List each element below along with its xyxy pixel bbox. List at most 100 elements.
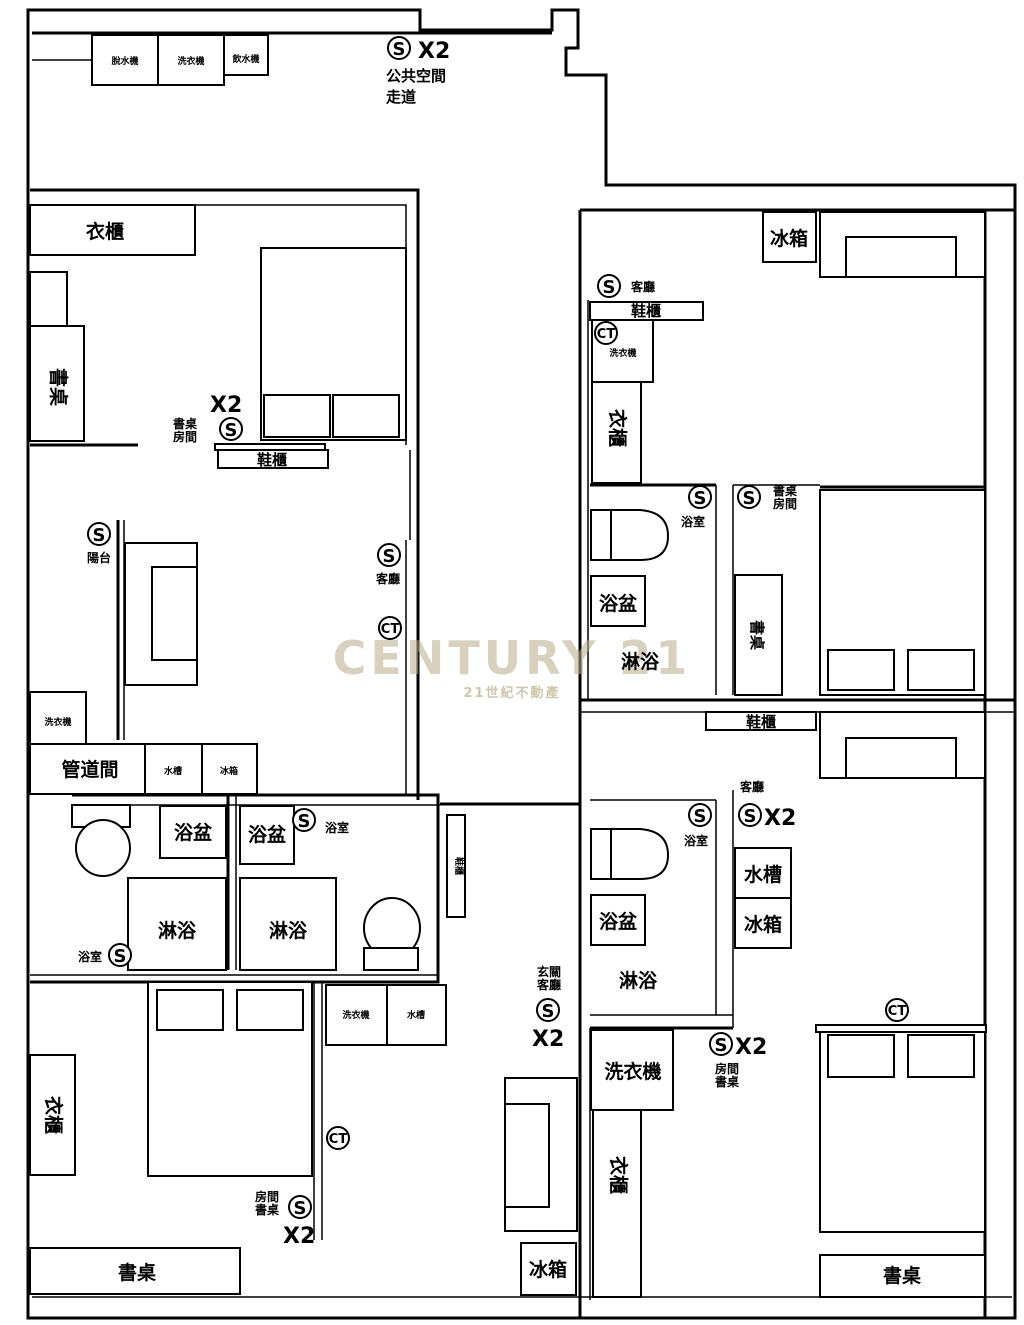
ct-letter: CT [597,327,616,342]
wardrobe-label: 衣櫃 [42,1096,65,1134]
shoe-cabinet-label: 鞋櫃 [257,451,287,469]
outlet-symbol [87,522,111,546]
outlet-symbol [536,998,560,1022]
outlet-symbol [377,543,401,567]
living-room-label: 客廳 [739,779,764,794]
bathtub-label: 浴盆 [599,592,638,615]
outlet-letter: S [694,806,707,827]
entry-living-label: 玄關客廳 [536,964,561,992]
desk-label: 書桌 [47,368,70,406]
ct-letter: CT [329,1132,348,1147]
washer-label: 洗衣機 [609,347,636,359]
living-room-label: 客廳 [630,279,655,294]
outlet-letter: S [298,811,311,832]
water-dispenser-label: 飲水機 [231,53,259,65]
public-space-label: 公共空間 [386,67,446,85]
watermark-brand: CENTURY 21 [333,631,692,685]
wardrobe-label: 衣櫃 [86,220,124,243]
outlet-letter: S [542,1001,555,1022]
desk-room-label: 書桌房間 [173,416,198,444]
ice-box-label: 冰箱 [744,913,782,936]
shower-label: 淋浴 [619,969,658,992]
washer-label: 洗衣機 [44,716,71,728]
ice-box-label: 冰箱 [220,765,238,777]
shoe-cabinet-label: 鞋櫃 [631,302,661,320]
outlet-symbol [738,803,762,827]
bathroom-label: 浴室 [684,833,708,848]
bathroom-label: 浴室 [681,514,705,529]
outlet-symbol [387,36,411,60]
x2-label: X2 [735,1035,767,1060]
outlet-letter: S [744,806,757,827]
outer-walls [26,8,1017,1320]
corridor-label: 走道 [386,88,416,106]
outlet-symbol [288,1195,312,1219]
bathtub-label: 浴盆 [248,823,287,846]
room-desk-label: 房間書桌 [715,1061,740,1089]
x2-label: X2 [283,1224,315,1249]
ct-letter: CT [888,1004,907,1019]
room-labels: X2 公共空間 走道 脫水機 洗衣機 飲水機 衣櫃 書桌 X2 書桌房間 鞋櫃 … [42,39,921,1287]
dryer-label: 脫水機 [111,55,138,67]
desk-label: 書桌 [883,1264,921,1287]
outlet-letter: S [694,488,707,509]
washer-label: 洗衣機 [342,1009,369,1021]
outlet-symbols: S S S S CT S S CT S S S CT S S S S CT S [87,36,909,1219]
ice-box-label: 冰箱 [770,227,808,250]
bathroom-label: 浴室 [78,949,102,964]
shoe-cabinet-label: 鞋櫃 [453,857,465,875]
ct-symbol [378,616,402,640]
outlet-symbol [597,274,621,298]
x2-label: X2 [764,806,796,831]
wardrobe-label: 衣櫃 [606,409,629,447]
watermark: CENTURY 21 21世紀不動產 [333,631,692,701]
water-tank-label: 水槽 [407,1009,425,1021]
balcony-label: 陽台 [87,550,111,565]
furniture [29,34,987,1298]
bathroom-label: 浴室 [325,820,349,835]
outlet-letter: S [294,1198,307,1219]
bathtub-label: 浴盆 [174,821,213,844]
desk-label: 書桌 [748,620,766,651]
outlet-letter: S [603,277,616,298]
x2-label: X2 [418,39,450,64]
wardrobe-label: 衣櫃 [607,1156,630,1194]
washer-label: 洗衣機 [604,1060,661,1083]
ct-symbol [594,321,618,345]
bathtub-label: 浴盆 [599,910,638,933]
shower-label: 淋浴 [269,919,308,942]
x2-label: X2 [210,393,242,418]
pipe-shaft-label: 管道間 [61,758,118,781]
outlet-symbol [737,485,761,509]
outlet-letter: S [93,525,106,546]
outlet-symbol [292,808,316,832]
desk-room-label: 書桌房間 [773,483,798,511]
ice-box-label: 冰箱 [529,1258,567,1281]
shower-label: 淋浴 [621,650,660,673]
outlet-letter: S [114,946,127,967]
shower-label: 淋浴 [158,919,197,942]
outlet-symbol [219,417,243,441]
outlet-symbol [688,803,712,827]
living-room-label: 客廳 [375,571,400,586]
outlet-letter: S [393,39,406,60]
washer-label: 洗衣機 [177,55,204,67]
outlet-letter: S [715,1035,728,1056]
outlet-symbol [688,485,712,509]
x2-label: X2 [532,1027,564,1052]
water-tank-label: 水槽 [164,765,182,777]
outlet-letter: S [383,546,396,567]
outlet-symbol [709,1032,733,1056]
room-desk-label: 房間書桌 [255,1189,280,1217]
desk-label: 書桌 [118,1261,156,1284]
water-tank-label: 水槽 [744,863,782,886]
watermark-subtitle: 21世紀不動產 [463,685,560,701]
outlet-symbol [108,943,132,967]
ct-symbol [885,998,909,1022]
ct-symbol [326,1126,350,1150]
ct-letter: CT [381,622,400,637]
outlet-letter: S [225,420,238,441]
shoe-cabinet-label: 鞋櫃 [746,713,776,731]
outlet-letter: S [743,488,756,509]
